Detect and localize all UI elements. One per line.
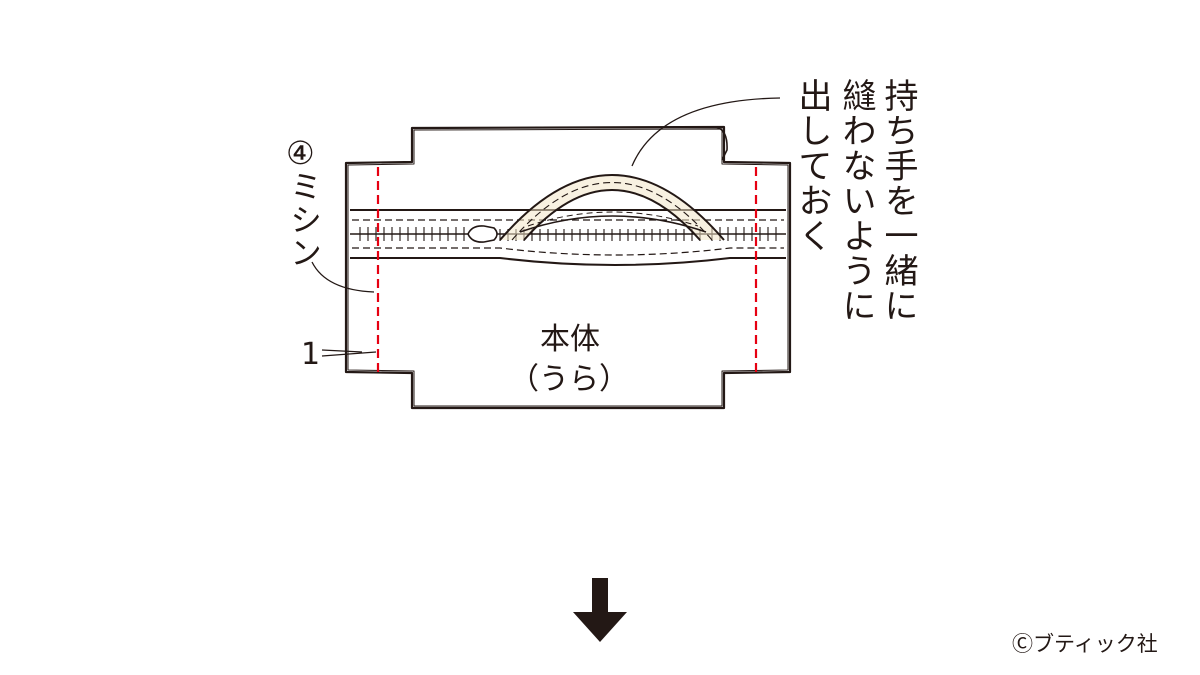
seam-allowance-label: 1 (301, 337, 321, 372)
copyright-credit: Ⓒブティック社 (1012, 632, 1158, 656)
handle-note-col2: 縫わないように (836, 78, 876, 323)
arrow-down-icon (573, 578, 627, 642)
allowance-leader-top (321, 349, 363, 353)
stitch-lines (376, 167, 758, 372)
handle-note-col3: 出しておく (792, 78, 832, 253)
allowance-leader-bottom (321, 351, 377, 357)
leader-lines (311, 97, 781, 357)
step-number: ④ (286, 134, 315, 172)
handle (499, 174, 725, 241)
body-side-label: （うら） (509, 362, 629, 397)
body-label: 本体 (540, 322, 600, 357)
handle-note-leader (631, 97, 781, 167)
machine-leader (311, 261, 375, 293)
handle-note-col1: 持ち手を一緒に (878, 78, 918, 323)
machine-sewing-label: ミシン (285, 170, 323, 269)
